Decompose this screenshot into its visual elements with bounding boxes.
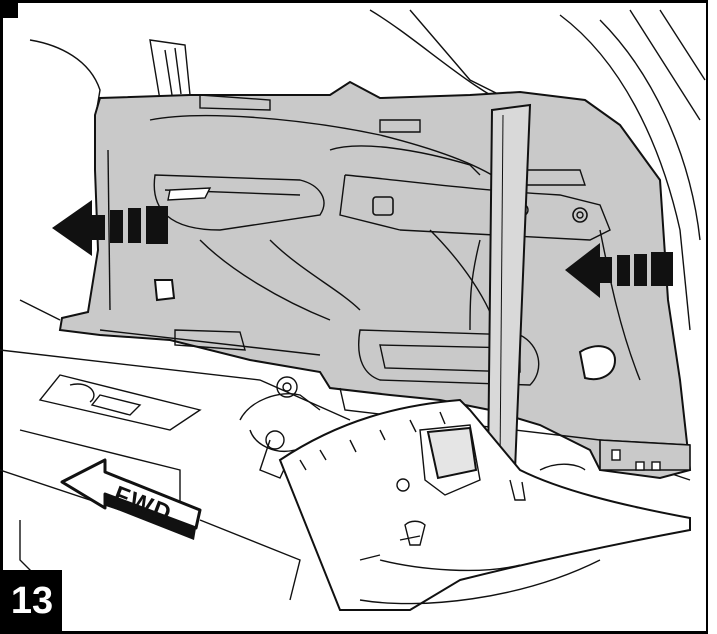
- belt-buckle: [426, 426, 478, 480]
- panel-screw: [572, 207, 588, 223]
- removal-arrow-right-icon: [565, 243, 673, 298]
- panel-screw-inner: [576, 211, 584, 219]
- panel-end-tab: [599, 439, 691, 471]
- panel-fastener: [372, 196, 394, 216]
- panel-slot: [651, 461, 661, 471]
- panel-clip-hole: [153, 279, 176, 302]
- sill-hole: [396, 478, 410, 492]
- panel-vent: [167, 187, 212, 201]
- rear-sill-trim: [278, 398, 691, 611]
- quarter-trim-panel: [58, 80, 692, 480]
- panel-slot: [611, 449, 621, 461]
- panel-body: [58, 80, 692, 480]
- corner-marker: [0, 0, 18, 18]
- panel-slot: [635, 461, 645, 471]
- right-gutter: [707, 0, 717, 634]
- step-number-badge: 13: [2, 570, 62, 632]
- panel-clip-hole-right: [578, 345, 617, 380]
- removal-arrow-left-icon: [52, 200, 168, 256]
